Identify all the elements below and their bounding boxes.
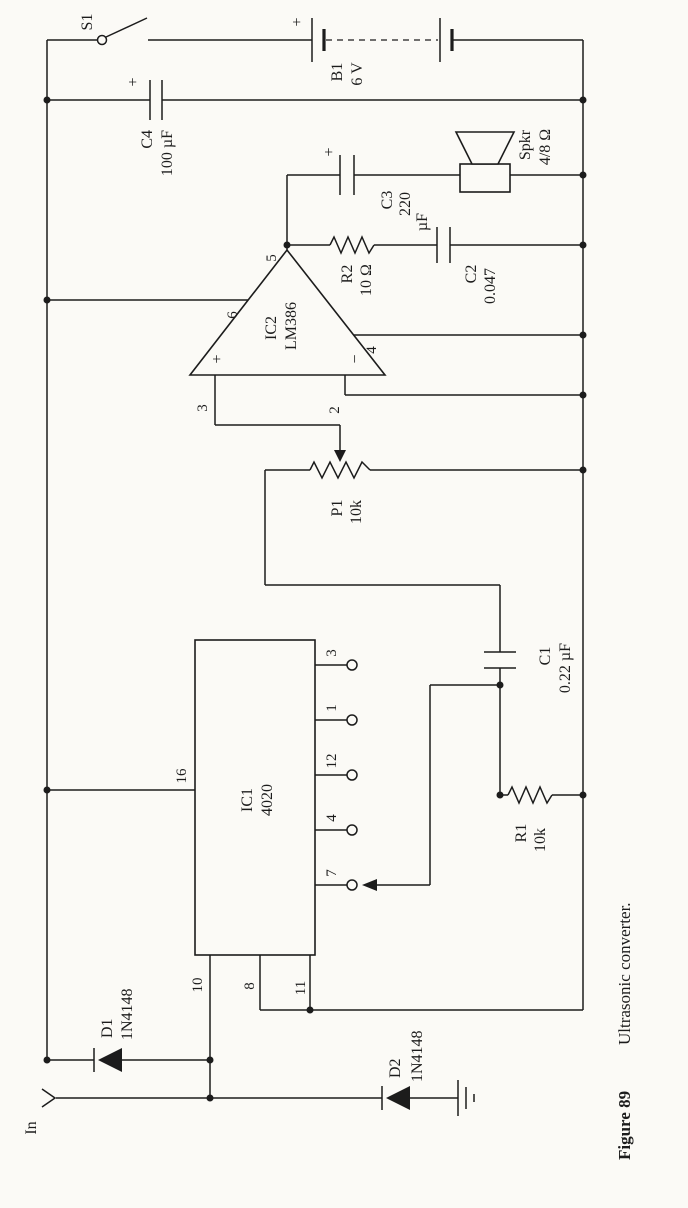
input-terminal-icon (41, 1088, 57, 1108)
resistor-r1-symbol (507, 785, 553, 805)
ic1-pin1-label: 1 (324, 704, 340, 712)
c4-ref-label: C4 (139, 130, 156, 149)
ic1-part-label: 4020 (259, 784, 276, 816)
figure-number-label: Figure 89 (615, 1091, 634, 1160)
ic2-ref-label: IC2 (263, 316, 280, 340)
capacitor-c3-symbol (339, 155, 355, 195)
c3-unit-label: µF (414, 213, 431, 231)
ic1-body (194, 639, 316, 956)
r1-value-label: 10k (532, 828, 549, 852)
d1-value-label: 1N4148 (119, 988, 136, 1040)
tap-terminals (346, 659, 358, 891)
circuit-wiring (46, 39, 584, 1099)
speaker-symbol (454, 131, 516, 193)
capacitor-c1-symbol (484, 651, 516, 669)
spkr-value-label: 4/8 Ω (537, 129, 554, 165)
capacitor-c2-symbol (436, 227, 451, 263)
ic1-pin16-label: 16 (174, 768, 190, 784)
b1-plus-label: + (289, 17, 306, 26)
potentiometer-p1-symbol (309, 450, 371, 480)
c3-value-label: 220 (397, 192, 414, 216)
ground-icon (457, 1080, 475, 1116)
ic2-pin4-label: 4 (364, 346, 380, 354)
d2-value-label: 1N4148 (409, 1030, 426, 1082)
battery-b1-symbol (311, 18, 454, 62)
ic1-pin11-label: 11 (293, 981, 309, 995)
ic2-pin2-label: 2 (327, 406, 343, 414)
spkr-ref-label: Spkr (517, 129, 534, 160)
r2-ref-label: R2 (339, 265, 356, 284)
junction-dots (43, 96, 587, 1102)
r2-value-label: 10 Ω (358, 264, 375, 296)
ic2-plus-label: + (209, 354, 226, 363)
c3-plus-label: + (321, 147, 338, 156)
ic1-pin8-label: 8 (242, 982, 258, 990)
b1-value-label: 6 V (349, 62, 366, 86)
c1-value-label: 0.22 µF (557, 643, 574, 693)
input-label: In (23, 1121, 40, 1134)
switch-s1-symbol (96, 17, 148, 46)
ic1-pin12-label: 12 (324, 754, 340, 769)
ic2-pin6-label: 6 (225, 311, 241, 319)
ic2-part-label: LM386 (283, 302, 300, 350)
p1-wiper-arrow (334, 450, 346, 462)
ic1-pin7-label: 7 (324, 869, 340, 877)
figure-caption: Figure 89 Ultrasonic converter. (615, 902, 634, 1160)
tap-selector-arrow (362, 879, 377, 891)
r1-ref-label: R1 (513, 824, 530, 843)
d2-ref-label: D2 (387, 1058, 404, 1078)
p1-value-label: 10k (348, 500, 365, 524)
ic2-minus-label: − (347, 354, 364, 363)
d1-ref-label: D1 (99, 1018, 116, 1038)
ic1-ref-label: IC1 (239, 788, 256, 812)
ic2-pin3-label: 3 (195, 404, 211, 412)
c1-ref-label: C1 (537, 647, 554, 666)
ic1-pin4-label: 4 (324, 814, 340, 822)
figure-caption-text: Ultrasonic converter. (615, 902, 634, 1045)
c2-value-label: 0.047 (482, 268, 499, 304)
c3-ref-label: C3 (379, 191, 396, 210)
resistor-r2-symbol (329, 235, 375, 255)
c4-plus-label: + (125, 77, 142, 86)
ic2-pin5-label: 5 (264, 254, 280, 262)
capacitor-c4-symbol (149, 80, 163, 120)
diode-d1-symbol (93, 1048, 122, 1072)
ic1-pin3-label: 3 (324, 649, 340, 657)
ic1-pin10-label: 10 (190, 978, 206, 993)
c4-value-label: 100 µF (159, 130, 176, 176)
diode-d2-symbol (381, 1086, 410, 1110)
c2-ref-label: C2 (463, 265, 480, 284)
s1-ref-label: S1 (79, 14, 96, 31)
p1-ref-label: P1 (329, 500, 346, 517)
opamp-ic2-symbol (188, 248, 387, 376)
b1-ref-label: B1 (329, 63, 346, 82)
